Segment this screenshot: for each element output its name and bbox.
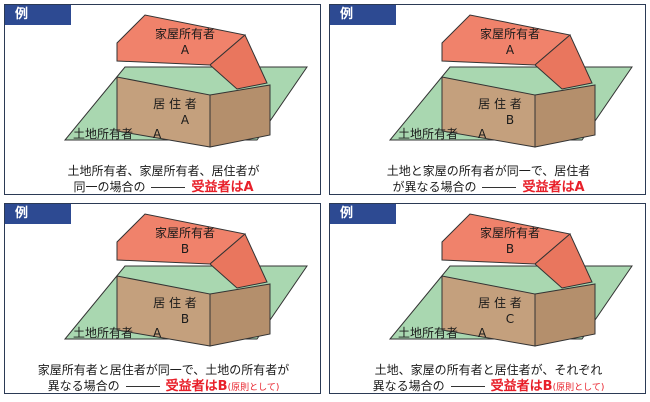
land-owner-value: A <box>153 326 162 340</box>
dash-separator <box>125 386 160 387</box>
example-tag: 例 1 <box>5 5 71 42</box>
beneficiary-text: 受益者はA <box>522 180 585 195</box>
caption-prefix: 異なる場合の <box>372 379 445 393</box>
land-owner-title: 土地所有者 <box>73 326 134 340</box>
house-owner-value: B <box>505 242 515 256</box>
house-roof-side <box>534 233 593 289</box>
beneficiary-text: 受益者はB <box>165 379 228 394</box>
resident-title: 居 住 者 <box>153 97 197 111</box>
example-tag: 例 4 <box>330 204 396 241</box>
resident-title: 居 住 者 <box>153 296 197 310</box>
house-front-wall <box>116 275 211 347</box>
principle-note: (原則として) <box>227 383 280 393</box>
caption-prefix: 異なる場合の <box>47 379 120 393</box>
house-roof-side <box>209 34 268 90</box>
caption-line-2: 異なる場合の 受益者はB(原則として) <box>330 378 647 396</box>
caption-line-1: 土地、家屋の所有者と居住者が、それぞれ <box>374 363 603 377</box>
example-panel-3: 例 3 家屋所有者 B 居 住 者 B 土地所有者 A 家屋所有者と居住者が同一… <box>4 203 321 394</box>
resident-value: A <box>180 113 190 127</box>
resident-title: 居 住 者 <box>478 97 522 111</box>
resident-title: 居 住 者 <box>478 296 522 310</box>
house-owner-title: 家屋所有者 <box>479 27 540 41</box>
land-owner-title: 土地所有者 <box>398 127 459 141</box>
resident-value: B <box>505 113 515 127</box>
example-panel-4: 例 4 家屋所有者 B 居 住 者 C 土地所有者 A 土地、家屋の所有者と居住… <box>329 203 646 394</box>
land-owner-value: A <box>153 127 162 141</box>
house-owner-value: A <box>505 43 515 57</box>
dash-separator <box>482 187 517 188</box>
house-roof-side <box>534 34 593 90</box>
house-illustration <box>388 14 633 148</box>
house-front-wall <box>441 76 536 148</box>
example-panel-1: 例 1 家屋所有者 A 居 住 者 A 土地所有者 A 土地所有者、家屋所有者、… <box>4 4 321 195</box>
caption-line-1: 家屋所有者と居住者が同一で、土地の所有者が <box>37 363 290 377</box>
caption-prefix: 同一の場合の <box>73 180 146 194</box>
example-tag: 例 2 <box>330 5 396 42</box>
example-tag: 例 3 <box>5 204 71 241</box>
example-panel-2: 例 2 家屋所有者 A 居 住 者 B 土地所有者 A 土地と家屋の所有者が同一… <box>329 4 646 195</box>
house-owner-title: 家屋所有者 <box>154 226 215 240</box>
house-owner-title: 家屋所有者 <box>479 226 540 240</box>
dash-separator <box>151 187 186 188</box>
land-owner-title: 土地所有者 <box>73 127 134 141</box>
house-illustration <box>63 213 308 347</box>
resident-value: B <box>180 312 190 326</box>
dash-separator <box>450 386 485 387</box>
house-front-wall <box>116 76 211 148</box>
house-owner-title: 家屋所有者 <box>154 27 215 41</box>
beneficiary-text: 受益者はB <box>490 379 553 394</box>
caption-line-1: 土地所有者、家屋所有者、居住者が <box>67 164 260 178</box>
beneficiary-text: 受益者はA <box>191 180 254 195</box>
house-owner-value: B <box>180 242 190 256</box>
house-owner-value: A <box>180 43 190 57</box>
caption-prefix: が異なる場合の <box>392 180 477 194</box>
caption-line-2: が異なる場合の 受益者はA <box>330 179 647 196</box>
land-owner-value: A <box>478 326 487 340</box>
house-illustration <box>63 14 308 148</box>
land-owner-title: 土地所有者 <box>398 326 459 340</box>
caption-line-2: 同一の場合の 受益者はA <box>5 179 322 196</box>
land-owner-value: A <box>478 127 487 141</box>
house-front-wall <box>441 275 536 347</box>
principle-note: (原則として) <box>552 383 605 393</box>
house-illustration <box>388 213 633 347</box>
house-roof-side <box>209 233 268 289</box>
caption-line-2: 異なる場合の 受益者はB(原則として) <box>5 378 322 396</box>
resident-value: C <box>505 312 515 326</box>
caption-line-1: 土地と家屋の所有者が同一で、居住者 <box>386 164 591 178</box>
